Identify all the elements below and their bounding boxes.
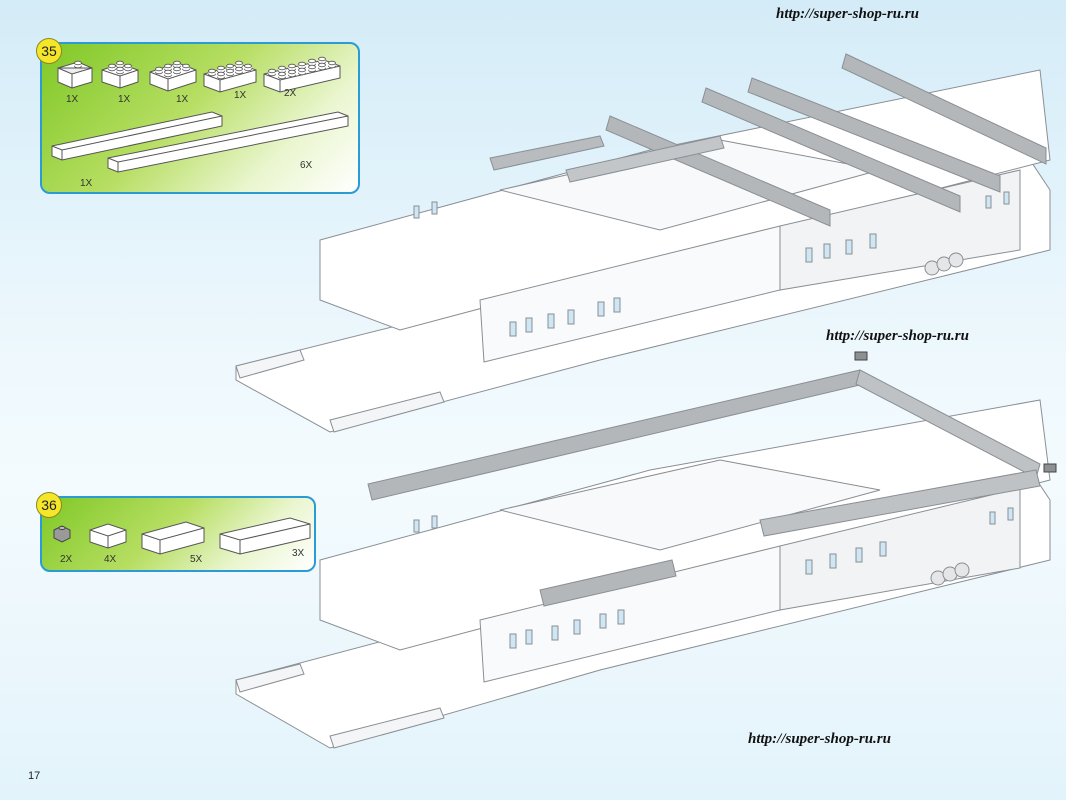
grey-connector-icon: [53, 525, 71, 543]
brick-2x6-icon: [263, 56, 341, 93]
page-number: 17: [28, 770, 41, 782]
step-35-parts-box: 35: [36, 38, 360, 194]
brick-2x4-icon: [141, 521, 205, 555]
brick-2x6-icon: [219, 517, 311, 555]
step-number-36: 36: [36, 492, 62, 518]
qty-label: 1X: [118, 94, 131, 105]
qty-label: 2X: [60, 554, 73, 565]
watermark-url-top[interactable]: http://super-shop-ru.ru: [776, 6, 919, 22]
step-36-bricks: [53, 517, 311, 555]
qty-label: 5X: [190, 554, 203, 565]
step-number-35: 35: [36, 38, 62, 64]
long-brick-icon: [107, 111, 349, 173]
qty-label: 2X: [284, 88, 297, 99]
qty-label: 1X: [80, 178, 93, 189]
qty-label: 6X: [300, 160, 313, 171]
brick-2x2-icon: [101, 60, 139, 89]
qty-label: 1X: [66, 94, 79, 105]
watermark-url-middle[interactable]: http://super-shop-ru.ru: [826, 328, 969, 344]
qty-label: 1X: [176, 94, 189, 105]
step-35-bricks: [51, 56, 349, 173]
qty-label: 4X: [104, 554, 117, 565]
long-brick-icon: [51, 111, 223, 161]
brick-2x4-icon: [203, 60, 257, 93]
brick-2x2-icon: [89, 523, 127, 549]
watermark-url-bottom[interactable]: http://super-shop-ru.ru: [748, 731, 891, 747]
slope-brick-icon: [57, 60, 93, 89]
qty-label: 1X: [234, 90, 247, 101]
qty-label: 3X: [292, 548, 305, 559]
step-36-parts-box: 36 2X 4X 5X 3X: [36, 492, 316, 572]
brick-2x3-icon: [149, 60, 197, 92]
